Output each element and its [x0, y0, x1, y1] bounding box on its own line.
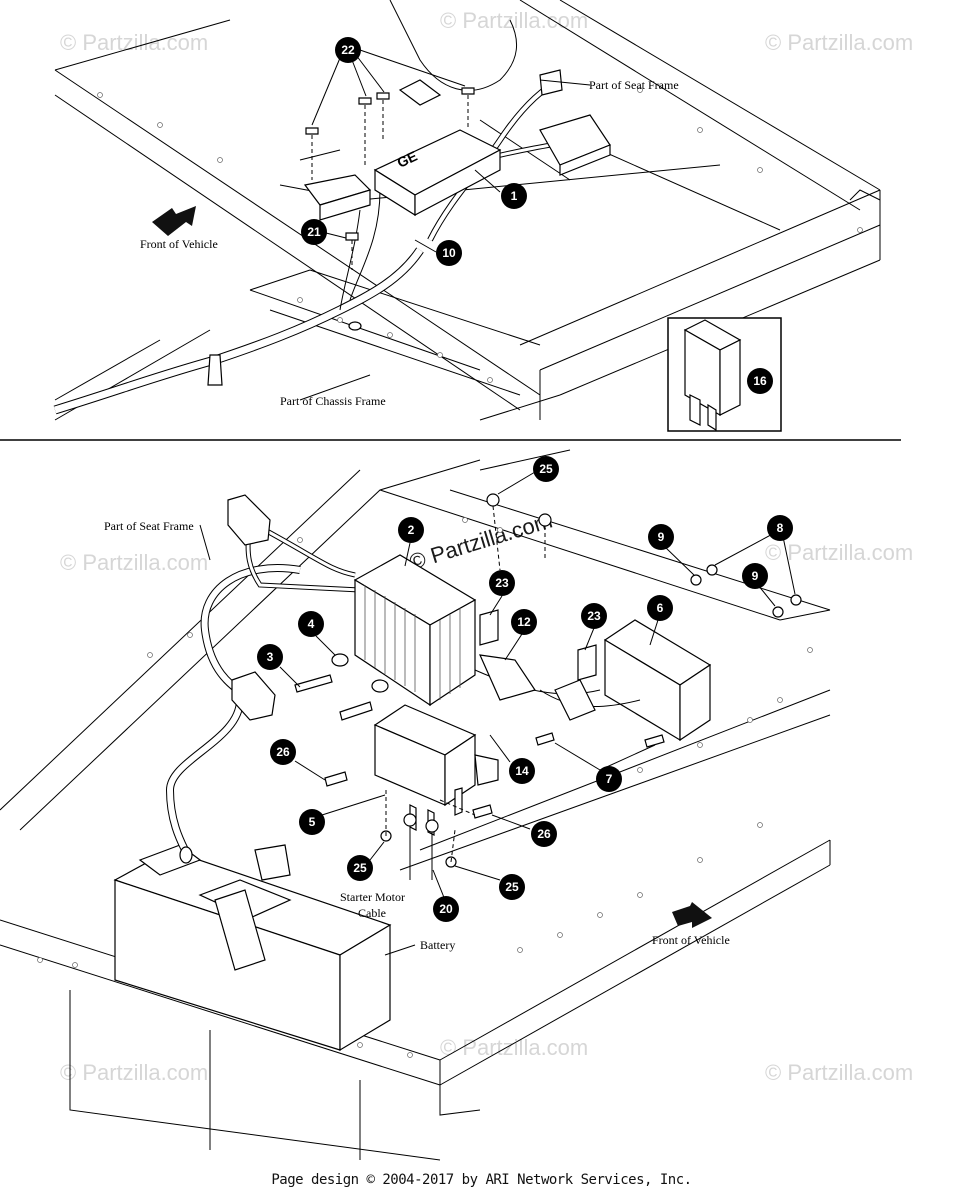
callout-5: 5	[299, 809, 325, 835]
page-footer: Page design © 2004-2017 by ARI Network S…	[271, 1172, 692, 1188]
watermark-bottom-right: © Partzilla.com	[765, 1060, 913, 1085]
label-seat-frame-bottom: Part of Seat Frame	[104, 519, 194, 533]
callout-3: 3	[257, 644, 283, 670]
fasteners-bottom	[294, 493, 802, 880]
svg-text:20: 20	[439, 902, 453, 916]
label-starter-cable-2: Cable	[358, 906, 386, 920]
screws-top	[305, 87, 475, 270]
callout-12: 12	[511, 609, 537, 635]
svg-text:25: 25	[505, 880, 519, 894]
watermark-mid-left: © Partzilla.com	[60, 550, 208, 575]
label-front-bottom: Front of Vehicle	[652, 933, 730, 947]
callout-8: 8	[767, 515, 793, 541]
module	[474, 609, 712, 742]
wiring-harness-top	[53, 0, 581, 415]
callout-10: 10	[436, 240, 462, 266]
top-panel: GE	[53, 0, 881, 432]
watermark-mid-right: © Partzilla.com	[765, 540, 913, 565]
controller-module: GE	[303, 69, 611, 221]
harness-bottom	[165, 494, 361, 864]
label-battery: Battery	[420, 938, 455, 952]
callout-7: 7	[596, 766, 622, 792]
callout-25-right: 25	[499, 874, 525, 900]
callout-2: 2	[398, 517, 424, 543]
callout-22: 22	[335, 37, 361, 63]
watermark-center: © Partzilla.com	[406, 508, 555, 575]
svg-text:9: 9	[658, 530, 665, 544]
svg-text:2: 2	[408, 523, 415, 537]
watermark-top-right: © Partzilla.com	[765, 30, 913, 55]
bottom-panel: Part of Seat Frame Starter Motor Cable B…	[0, 449, 831, 1161]
callout-6: 6	[647, 595, 673, 621]
callout-9-left: 9	[648, 524, 674, 550]
svg-text:3: 3	[267, 650, 274, 664]
svg-text:9: 9	[752, 569, 759, 583]
svg-text:26: 26	[276, 745, 290, 759]
callout-23-right: 23	[581, 603, 607, 629]
svg-text:23: 23	[495, 576, 509, 590]
svg-text:1: 1	[511, 189, 518, 203]
svg-text:7: 7	[606, 772, 613, 786]
callout-26-right: 26	[531, 821, 557, 847]
svg-text:5: 5	[309, 815, 316, 829]
callout-1: 1	[501, 183, 527, 209]
label-front-top: Front of Vehicle	[140, 237, 218, 251]
watermark-top-left: © Partzilla.com	[60, 30, 208, 55]
watermark-bottom-center: © Partzilla.com	[440, 1035, 588, 1060]
svg-text:12: 12	[517, 615, 531, 629]
label-chassis-frame: Part of Chassis Frame	[280, 394, 386, 408]
svg-text:23: 23	[587, 609, 601, 623]
callout-9-right: 9	[742, 563, 768, 589]
front-arrow-icon-bottom	[672, 902, 712, 928]
leader-lines-bottom	[199, 471, 796, 956]
svg-text:16: 16	[753, 374, 767, 388]
callout-16: 16	[747, 368, 773, 394]
svg-text:GE: GE	[395, 148, 420, 171]
svg-text:4: 4	[308, 617, 315, 631]
svg-text:21: 21	[307, 225, 321, 239]
front-arrow-icon-top	[152, 206, 196, 236]
svg-text:22: 22	[341, 43, 355, 57]
callout-21: 21	[301, 219, 327, 245]
leader-lines-top	[299, 49, 746, 401]
regulator	[353, 554, 477, 707]
callout-14: 14	[509, 758, 535, 784]
battery	[113, 844, 392, 1052]
callout-26-left: 26	[270, 739, 296, 765]
svg-text:25: 25	[539, 462, 553, 476]
svg-text:14: 14	[515, 764, 529, 778]
svg-text:8: 8	[777, 521, 784, 535]
callout-25-left: 25	[347, 855, 373, 881]
chassis-frame-bottom	[0, 449, 831, 1161]
callout-25-top: 25	[533, 456, 559, 482]
svg-text:10: 10	[442, 246, 456, 260]
label-seat-frame-top: Part of Seat Frame	[589, 78, 679, 92]
watermark-bottom-left: © Partzilla.com	[60, 1060, 208, 1085]
callout-23-left: 23	[489, 570, 515, 596]
callout-4: 4	[298, 611, 324, 637]
label-starter-cable-1: Starter Motor	[340, 890, 405, 904]
svg-text:6: 6	[657, 601, 664, 615]
svg-text:26: 26	[537, 827, 551, 841]
svg-text:25: 25	[353, 861, 367, 875]
callout-20: 20	[433, 896, 459, 922]
